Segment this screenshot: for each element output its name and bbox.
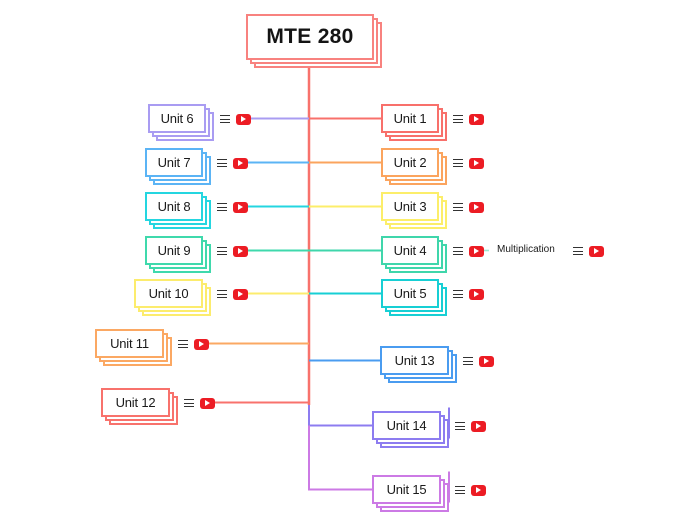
youtube-play-icon[interactable] [469,201,484,213]
node-label: Unit 10 [148,286,189,301]
node-actions-unit10 [217,288,248,300]
node-unit11[interactable]: Unit 11 [95,329,164,358]
node-actions-unit15 [455,484,486,496]
node-unit5[interactable]: Unit 5 [381,279,439,308]
node-actions-unit4 [453,245,484,257]
node-label: Unit 15 [386,482,427,497]
hamburger-icon[interactable] [217,203,227,211]
node-label: Unit 14 [386,418,427,433]
node-actions-unit2 [453,157,484,169]
youtube-play-icon[interactable] [589,245,604,257]
hamburger-icon[interactable] [453,115,463,123]
node-label: Unit 6 [160,111,194,126]
node-unit2[interactable]: Unit 2 [381,148,439,177]
youtube-play-icon[interactable] [194,338,209,350]
node-unit9[interactable]: Unit 9 [145,236,203,265]
youtube-play-icon[interactable] [469,245,484,257]
hamburger-icon[interactable] [453,203,463,211]
youtube-play-icon[interactable] [233,157,248,169]
youtube-play-icon[interactable] [479,355,494,367]
youtube-play-icon[interactable] [471,484,486,496]
node-label: Unit 12 [115,395,156,410]
node-label: Unit 2 [393,155,427,170]
node-unit4[interactable]: Unit 4 [381,236,439,265]
root-node-label: MTE 280 [266,25,354,48]
node-label: Unit 11 [110,336,149,351]
youtube-play-icon[interactable] [233,201,248,213]
hamburger-icon[interactable] [573,247,583,255]
node-unit13[interactable]: Unit 13 [380,346,449,375]
node-unit8[interactable]: Unit 8 [145,192,203,221]
node-actions-multiplication [573,245,604,257]
node-label: Unit 4 [393,243,427,258]
hamburger-icon[interactable] [184,399,194,407]
node-unit3[interactable]: Unit 3 [381,192,439,221]
node-actions-unit7 [217,157,248,169]
hamburger-icon[interactable] [178,340,188,348]
youtube-play-icon[interactable] [469,157,484,169]
node-unit1[interactable]: Unit 1 [381,104,439,133]
hamburger-icon[interactable] [453,247,463,255]
node-actions-unit3 [453,201,484,213]
node-unit7[interactable]: Unit 7 [145,148,203,177]
sub-node-multiplication[interactable]: Multiplication [497,244,555,255]
youtube-play-icon[interactable] [471,420,486,432]
youtube-play-icon[interactable] [233,288,248,300]
node-actions-unit6 [220,113,251,125]
node-actions-unit8 [217,201,248,213]
hamburger-icon[interactable] [453,159,463,167]
node-actions-unit13 [463,355,494,367]
node-label: Unit 7 [157,155,191,170]
node-actions-unit11 [178,338,209,350]
node-label: Unit 8 [157,199,191,214]
hamburger-icon[interactable] [220,115,230,123]
node-label: Unit 1 [393,111,427,126]
node-actions-unit5 [453,288,484,300]
node-unit6[interactable]: Unit 6 [148,104,206,133]
hamburger-icon[interactable] [217,247,227,255]
hamburger-icon[interactable] [453,290,463,298]
node-actions-unit14 [455,420,486,432]
youtube-play-icon[interactable] [236,113,251,125]
hamburger-icon[interactable] [455,422,465,430]
youtube-play-icon[interactable] [233,245,248,257]
node-label: Unit 3 [393,199,427,214]
node-unit12[interactable]: Unit 12 [101,388,170,417]
node-unit10[interactable]: Unit 10 [134,279,203,308]
node-unit14[interactable]: Unit 14 [372,411,441,440]
node-label: Unit 9 [157,243,191,258]
root-node[interactable]: MTE 280 [246,14,374,60]
node-actions-unit1 [453,113,484,125]
hamburger-icon[interactable] [217,159,227,167]
node-label: Unit 5 [393,286,427,301]
youtube-play-icon[interactable] [200,397,215,409]
node-unit15[interactable]: Unit 15 [372,475,441,504]
hamburger-icon[interactable] [463,357,473,365]
node-actions-unit12 [184,397,215,409]
node-label: Unit 13 [394,353,435,368]
hamburger-icon[interactable] [455,486,465,494]
hamburger-icon[interactable] [217,290,227,298]
node-actions-unit9 [217,245,248,257]
youtube-play-icon[interactable] [469,113,484,125]
youtube-play-icon[interactable] [469,288,484,300]
